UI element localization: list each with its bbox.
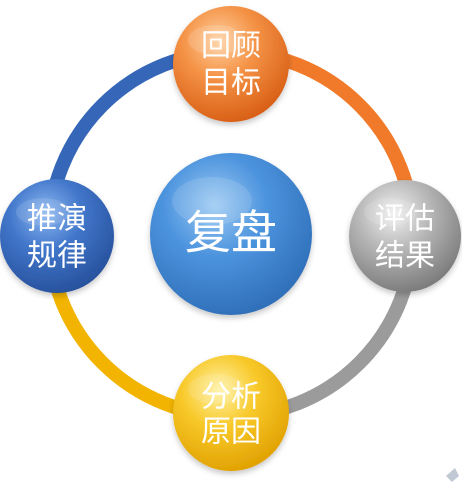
center-node bbox=[150, 153, 312, 315]
node-review-goals-line2: 目标 bbox=[201, 66, 261, 101]
node-analyze-causes-line1: 分析 bbox=[201, 380, 261, 415]
node-infer-patterns bbox=[0, 179, 114, 293]
node-evaluate-results bbox=[349, 180, 461, 292]
node-review-goals bbox=[173, 6, 289, 122]
node-infer-patterns-line1: 推演 bbox=[27, 202, 87, 237]
node-infer-patterns-line2: 规律 bbox=[27, 239, 87, 274]
center-node-label: 复盘 bbox=[185, 206, 277, 260]
corner-watermark-mark bbox=[446, 468, 459, 482]
node-review-goals-line1: 回顾 bbox=[201, 29, 261, 64]
node-evaluate-results-line1: 评估 bbox=[375, 202, 435, 237]
node-analyze-causes-line2: 原因 bbox=[201, 415, 261, 450]
node-evaluate-results-line2: 结果 bbox=[375, 239, 435, 274]
node-analyze-causes bbox=[173, 355, 289, 471]
